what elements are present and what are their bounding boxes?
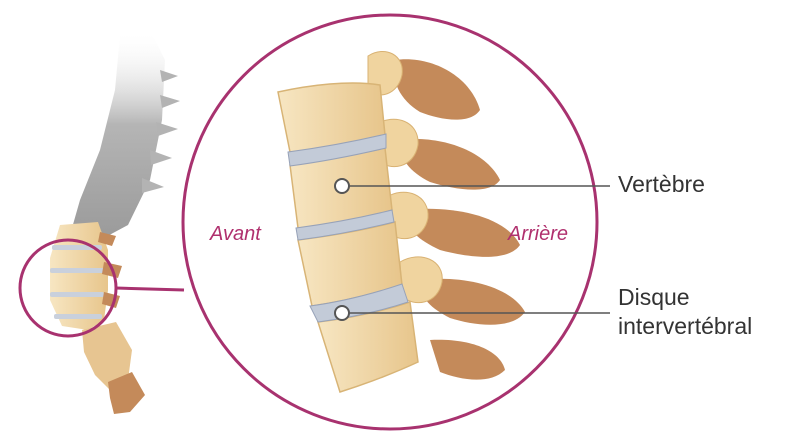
vertebra-marker	[334, 178, 350, 194]
coccyx	[108, 372, 145, 414]
disc-label-line1: Disque	[618, 284, 690, 310]
disc-label-line2: intervertébral	[618, 313, 753, 339]
back-label: Arrière	[508, 223, 569, 245]
magnified-vertebrae	[277, 51, 525, 393]
front-label: Avant	[210, 223, 261, 245]
lumbar-processes-small	[98, 232, 122, 308]
magnifier-connector	[115, 286, 185, 292]
spinous-processes	[142, 70, 180, 193]
vertebra-label: Vertèbre	[618, 171, 705, 197]
disc-marker	[334, 305, 350, 321]
upper-spine	[70, 30, 165, 240]
vertebral-bodies	[277, 82, 419, 393]
lumbar-discs-small	[50, 245, 104, 319]
full-spine-illustration	[50, 30, 180, 414]
sacrum	[82, 322, 132, 392]
